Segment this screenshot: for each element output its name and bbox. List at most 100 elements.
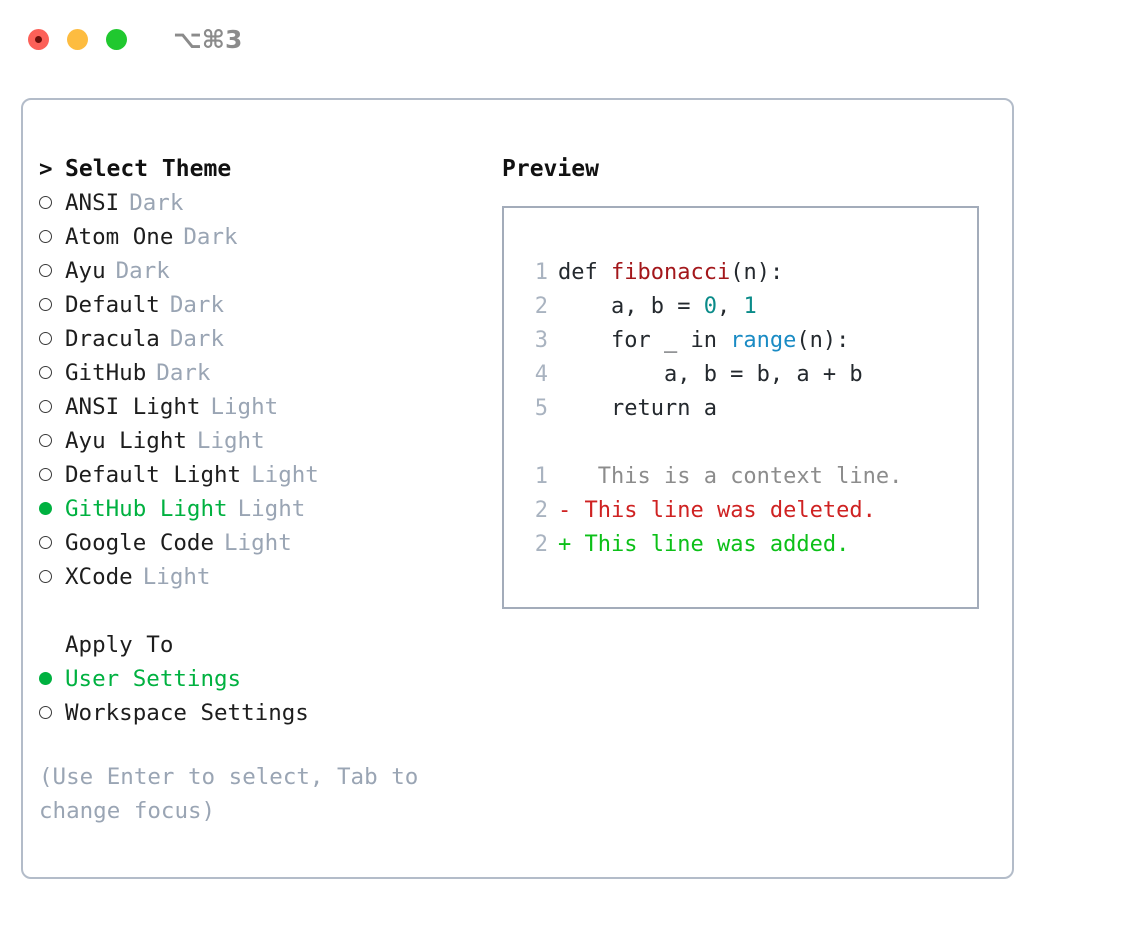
radio-unselected-icon: [39, 560, 65, 594]
preview-title: Preview: [502, 156, 599, 182]
line-number: 1: [534, 260, 548, 285]
theme-variant-badge: Light: [142, 564, 211, 590]
line-number: 4: [534, 362, 548, 387]
code-token-plain: def: [558, 260, 611, 285]
line-number: 2: [534, 498, 548, 523]
diff-marker: +: [558, 532, 572, 557]
code-token-plain: a, b =: [558, 294, 704, 319]
theme-list-item[interactable]: Dracula Dark: [39, 322, 489, 356]
diff-text: This is a context line.: [571, 464, 903, 489]
apply-to-header: Apply To: [39, 628, 489, 662]
radio-unselected-icon: [39, 356, 65, 390]
radio-selected-icon: [39, 662, 65, 696]
theme-variant-badge: Dark: [169, 292, 225, 318]
theme-list-item[interactable]: ANSI Light Light: [39, 390, 489, 424]
theme-name: Ayu: [65, 258, 106, 284]
code-token-call: range: [730, 328, 797, 353]
apply-to-option-label: User Settings: [65, 666, 242, 692]
diff-marker: [558, 464, 571, 489]
radio-unselected-icon: [39, 288, 65, 322]
line-number: 2: [534, 294, 548, 319]
theme-variant-badge: Light: [210, 394, 279, 420]
code-token-plain: a, b = b, a + b: [558, 362, 863, 387]
diff-sample: 1 This is a context line.2- This line wa…: [522, 460, 977, 562]
theme-name: ANSI Light: [65, 394, 201, 420]
prompt-caret-icon: >: [39, 156, 53, 182]
code-line: 5 return a: [522, 392, 977, 426]
theme-list-item[interactable]: Default Light Light: [39, 458, 489, 492]
theme-list-item[interactable]: Ayu Dark: [39, 254, 489, 288]
line-number: 2: [534, 532, 548, 557]
radio-unselected-icon: [39, 526, 65, 560]
theme-list-item[interactable]: GitHub Dark: [39, 356, 489, 390]
theme-name: Dracula: [65, 326, 160, 352]
code-token-fn: fibonacci: [610, 260, 731, 285]
line-number: 3: [534, 328, 548, 353]
code-line: 4 a, b = b, a + b: [522, 358, 977, 392]
theme-variant-badge: Dark: [183, 224, 238, 250]
code-token-plain: ,: [716, 294, 744, 319]
window-title: ⌥⌘3: [173, 24, 243, 54]
theme-list-item[interactable]: Google Code Light: [39, 526, 489, 560]
keyboard-hint: (Use Enter to select, Tab to change focu…: [39, 764, 432, 824]
code-token-num: 1: [743, 294, 757, 319]
apply-to-option[interactable]: Workspace Settings: [39, 696, 489, 730]
code-diff-spacer: [522, 426, 977, 460]
theme-name: GitHub: [65, 360, 147, 386]
radio-selected-icon: [39, 492, 65, 526]
code-line: 1 def fibonacci(n):: [522, 256, 977, 290]
theme-list-item[interactable]: Default Dark: [39, 288, 489, 322]
theme-name: Default Light: [65, 462, 242, 488]
line-number: 5: [534, 396, 548, 421]
theme-variant-badge: Dark: [169, 326, 225, 352]
apply-to-option[interactable]: User Settings: [39, 662, 489, 696]
theme-name: Ayu Light: [65, 428, 187, 454]
theme-variant-badge: Light: [224, 530, 292, 556]
theme-variant-badge: Light: [251, 462, 319, 488]
code-line: 2 a, b = 0, 1: [522, 290, 977, 324]
code-token-plain: (n):: [796, 328, 850, 353]
select-theme-header-label: Select Theme: [65, 156, 232, 182]
theme-list-item[interactable]: Ayu Light Light: [39, 424, 489, 458]
code-token-num: 0: [703, 294, 717, 319]
line-number: 1: [534, 464, 548, 489]
apply-to-header-label: Apply To: [65, 632, 174, 658]
diff-line: 2- This line was deleted.: [522, 494, 977, 528]
radio-unselected-icon: [39, 390, 65, 424]
diff-text: This line was deleted.: [571, 498, 876, 523]
theme-list-item[interactable]: ANSI Dark: [39, 186, 489, 220]
radio-unselected-icon: [39, 424, 65, 458]
code-token-plain: return a: [558, 396, 717, 421]
diff-line: 1 This is a context line.: [522, 460, 977, 494]
theme-variant-badge: Light: [237, 496, 306, 522]
section-spacer: [39, 594, 489, 628]
radio-unselected-icon: [39, 220, 65, 254]
maximize-button[interactable]: [106, 28, 127, 50]
theme-variant-badge: Dark: [115, 258, 170, 284]
theme-variant-badge: Light: [196, 428, 265, 454]
theme-variant-badge: Dark: [156, 360, 211, 386]
radio-unselected-icon: [39, 696, 65, 730]
theme-name: Google Code: [65, 530, 215, 556]
theme-name: Default: [65, 292, 160, 318]
close-button[interactable]: [28, 28, 49, 50]
code-token-plain: (n):: [730, 260, 784, 285]
diff-text: This line was added.: [571, 532, 850, 557]
diff-line: 2 + This line was added.: [522, 528, 977, 562]
theme-name: XCode: [65, 564, 133, 590]
theme-list-item[interactable]: XCode Light: [39, 560, 489, 594]
theme-variant-badge: Dark: [129, 190, 184, 216]
radio-unselected-icon: [39, 458, 65, 492]
radio-unselected-icon: [39, 254, 65, 288]
theme-name: ANSI: [65, 190, 120, 216]
code-token-plain: for _ in: [558, 328, 731, 353]
title-bar: ⌥⌘3: [0, 0, 1140, 78]
minimize-button[interactable]: [67, 28, 88, 50]
